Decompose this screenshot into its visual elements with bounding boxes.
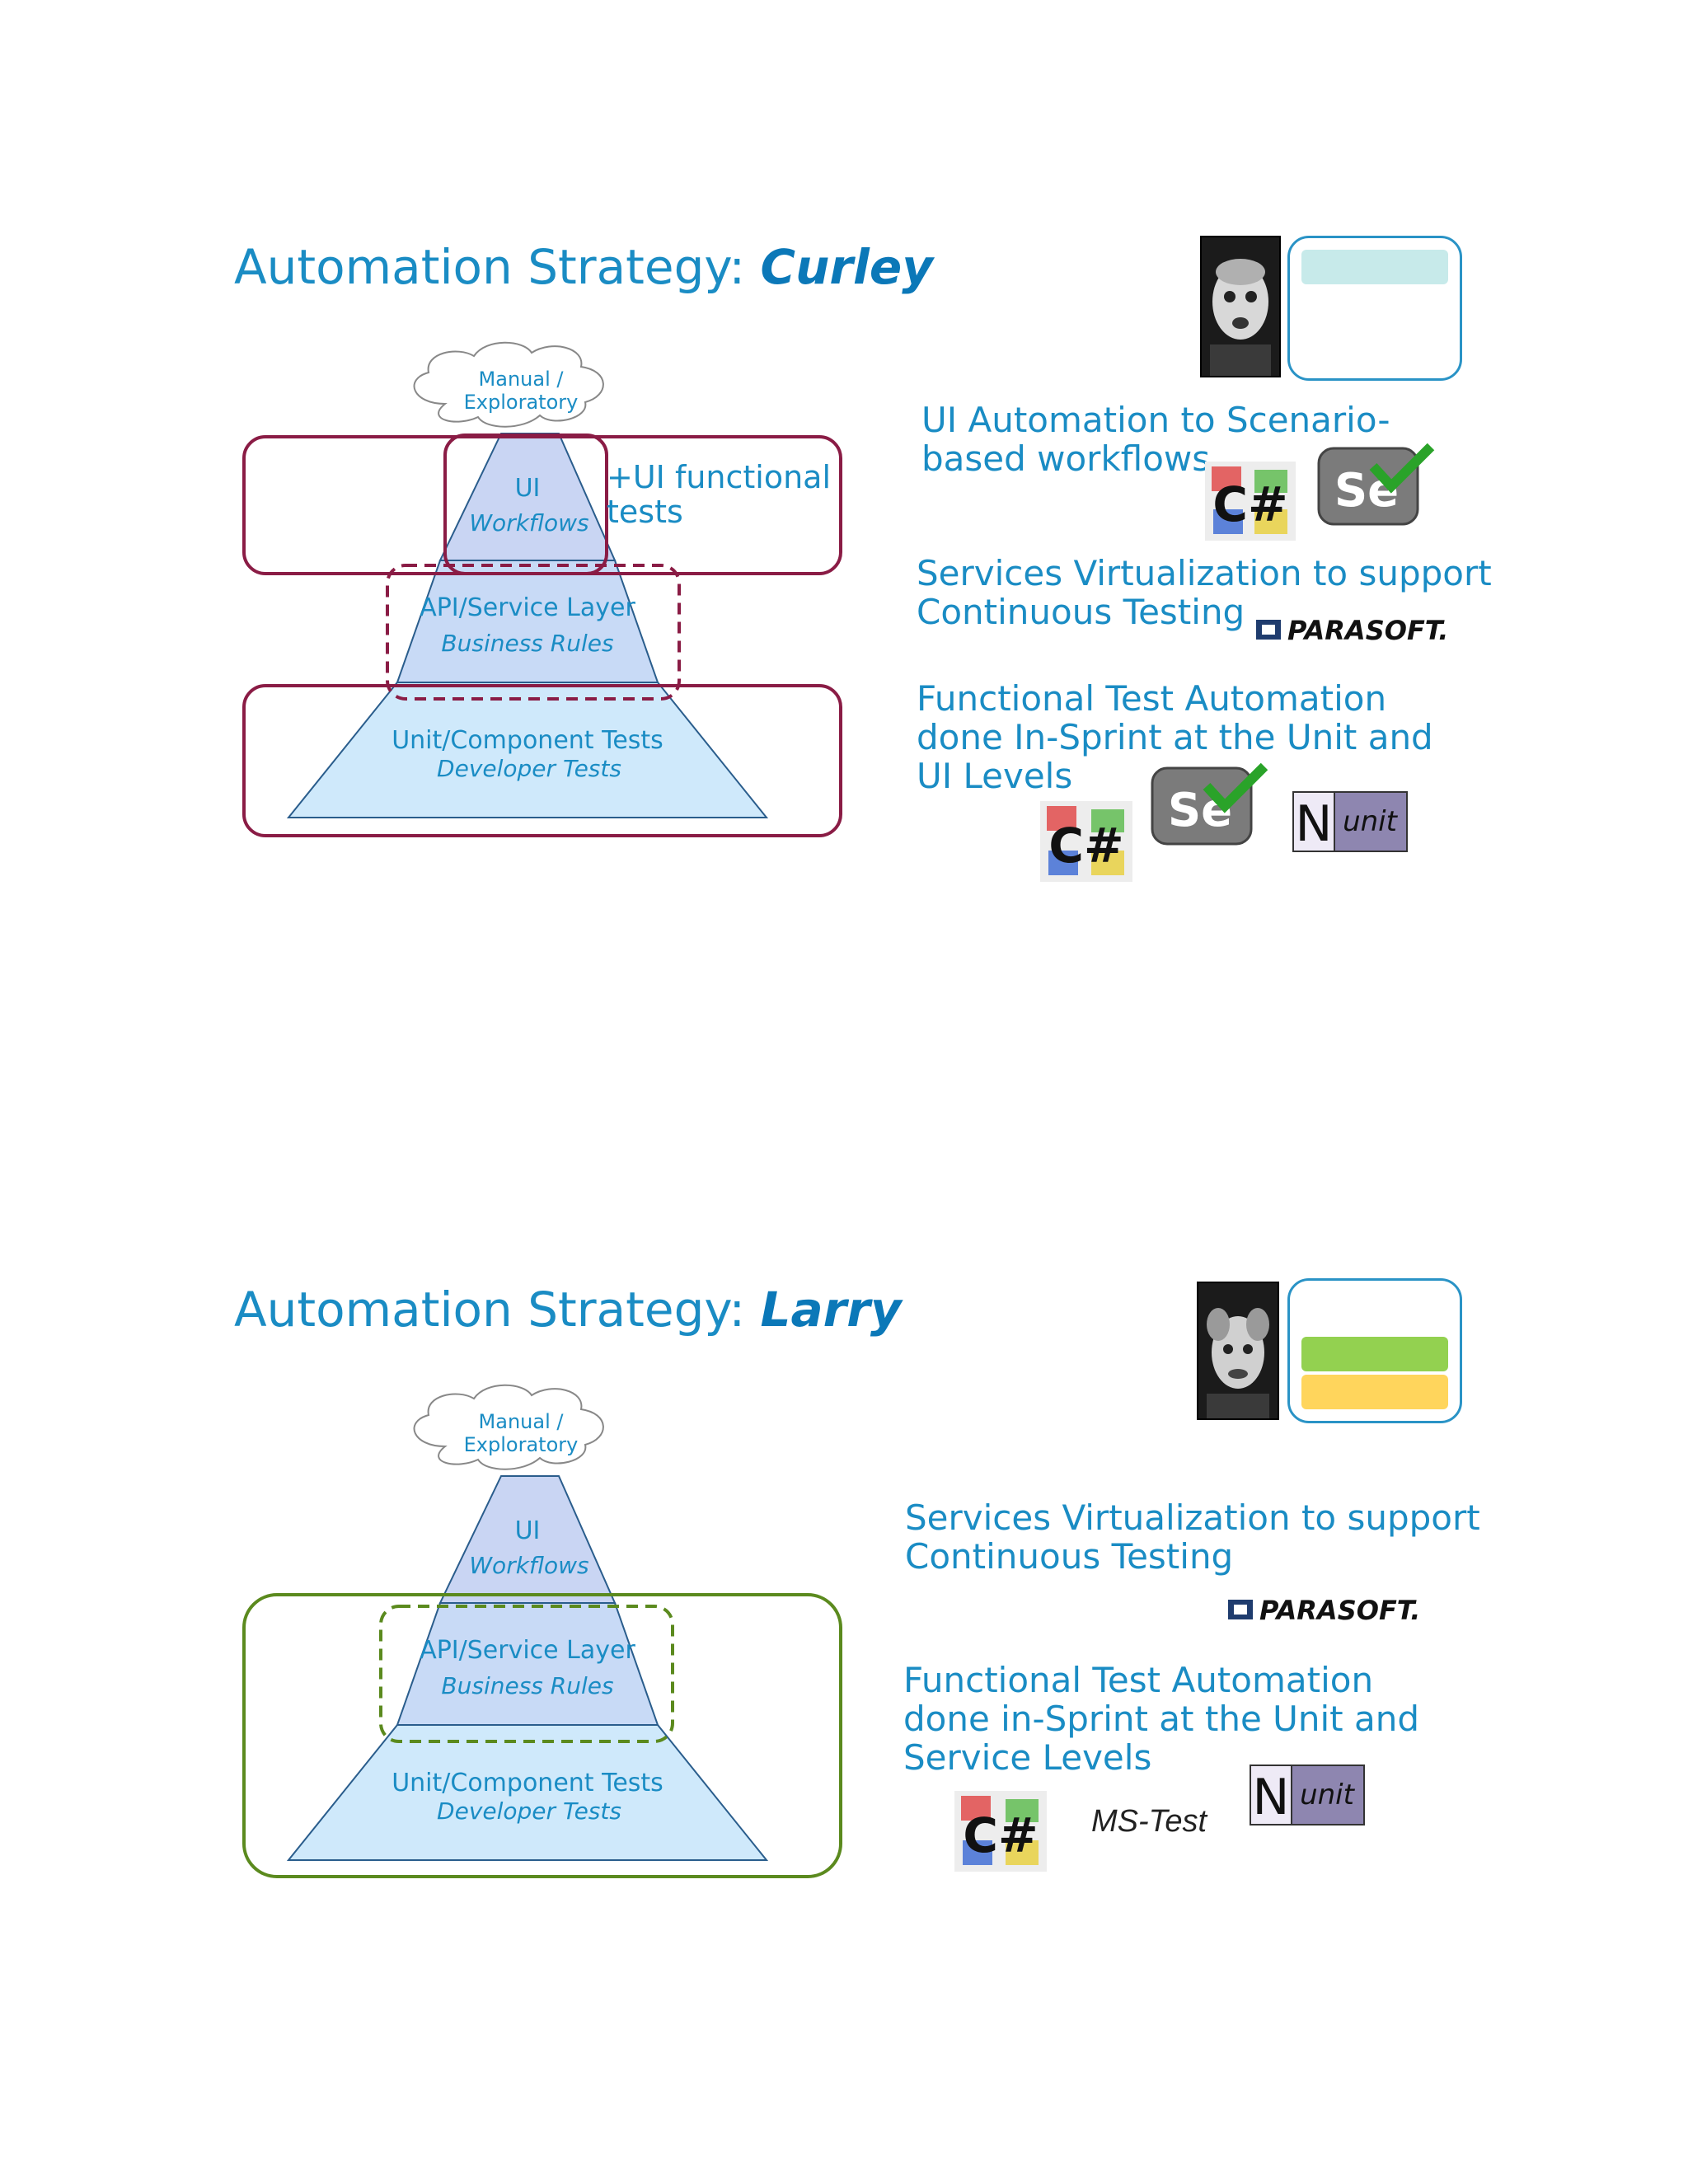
- title-name: Larry: [760, 1282, 902, 1338]
- parasoft-logo: PARASOFT.: [1254, 613, 1452, 646]
- layer-api-sublabel: Business Rules: [441, 1672, 613, 1699]
- test-pyramid-diagram: Manual / Exploratory UI Workflows API/Se…: [242, 341, 842, 837]
- test-pyramid-diagram: Manual / Exploratory UI Workflows API/Se…: [242, 1384, 842, 1878]
- nunit-n: N: [1253, 1769, 1290, 1825]
- legend-bar: [1301, 250, 1448, 284]
- api-scope-frame-dashed: [379, 1605, 674, 1743]
- pyramid-unit-layer: [286, 682, 769, 818]
- slide-title: Automation Strategy: Curley: [234, 239, 933, 295]
- title-name: Curley: [760, 239, 934, 295]
- parasoft-logo-text: PARASOFT.: [1259, 1595, 1420, 1626]
- csharp-logo: C#: [954, 1791, 1047, 1872]
- point-functional-test: Functional Test Automation done In-Sprin…: [917, 679, 1433, 795]
- layer-unit-sublabel: Developer Tests: [437, 755, 621, 782]
- portrait-image: [1200, 236, 1281, 377]
- selenium-logo-text: Se: [1168, 784, 1232, 837]
- legend-bar: [1301, 1375, 1448, 1409]
- layer-ui-sublabel: Workflows: [469, 1552, 588, 1579]
- cloud-label-line1: Manual /: [479, 1410, 565, 1433]
- check-icon: [1203, 762, 1268, 813]
- service-unit-scope-frame: [242, 1593, 842, 1878]
- pyramid-unit-layer: [286, 1724, 769, 1861]
- color-legend: [1287, 1278, 1462, 1423]
- csharp-logo-text: C#: [1212, 476, 1287, 532]
- point-line: done In-Sprint at the Unit and: [917, 717, 1433, 757]
- parasoft-logo: PARASOFT.: [1226, 1593, 1424, 1626]
- csharp-logo-text: C#: [963, 1807, 1038, 1863]
- point-line: Services Virtualization to support: [917, 553, 1492, 593]
- ui-highlight-frame: [443, 434, 608, 575]
- point-ui-automation: UI Automation to Scenario- based workflo…: [921, 401, 1390, 478]
- point-line: Continuous Testing: [905, 1536, 1234, 1577]
- layer-ui-label: UI: [515, 474, 541, 503]
- layer-api-label: API/Service Layer: [420, 593, 635, 622]
- nunit-n: N: [1296, 795, 1333, 852]
- legend-bar: [1301, 1337, 1448, 1371]
- point-line: UI Automation to Scenario-: [921, 400, 1390, 440]
- mstest-label: MS-Test: [1091, 1804, 1207, 1839]
- cloud-label-line2: Exploratory: [464, 391, 579, 414]
- api-scope-frame-dashed: [386, 564, 681, 701]
- layer-unit-sublabel: Developer Tests: [437, 1797, 621, 1825]
- layer-ui-label: UI: [515, 1516, 541, 1545]
- nunit-logo: N unit: [1292, 791, 1408, 853]
- nunit-unit: unit: [1343, 805, 1399, 838]
- layer-unit-label: Unit/Component Tests: [392, 1769, 663, 1797]
- point-functional-test: Functional Test Automation done in-Sprin…: [903, 1661, 1419, 1777]
- slide-larry: Automation Strategy: Larry Manual / Expl…: [0, 1043, 1688, 1878]
- nunit-logo: N unit: [1250, 1765, 1365, 1826]
- layer-api-sublabel: Business Rules: [441, 630, 613, 657]
- csharp-logo: C#: [1040, 801, 1132, 882]
- unit-scope-frame: [242, 684, 842, 837]
- nunit-unit: unit: [1300, 1779, 1356, 1811]
- cloud-label-line1: Manual /: [479, 368, 565, 391]
- csharp-logo: C#: [1205, 462, 1296, 541]
- slide-title: Automation Strategy: Larry: [234, 1282, 902, 1338]
- layer-unit-label: Unit/Component Tests: [392, 726, 663, 755]
- selenium-logo-text: Se: [1334, 464, 1399, 518]
- title-prefix: Automation Strategy:: [234, 1282, 746, 1338]
- selenium-logo: Se: [1149, 762, 1273, 852]
- csharp-logo-text: C#: [1048, 818, 1123, 874]
- cloud-shape: [413, 1384, 604, 1470]
- point-line: Continuous Testing: [917, 592, 1245, 632]
- point-line: based workflows: [921, 438, 1211, 479]
- portrait-image: [1197, 1282, 1279, 1420]
- layer-ui-sublabel: Workflows: [469, 509, 588, 537]
- slide-curley: Automation Strategy: Curley Manual / Exp…: [0, 0, 1688, 882]
- color-legend: [1287, 236, 1462, 381]
- point-services-virtualization: Services Virtualization to support Conti…: [917, 554, 1492, 631]
- point-line: UI Levels: [917, 756, 1073, 796]
- point-line: Services Virtualization to support: [905, 1497, 1480, 1538]
- point-line: done in-Sprint at the Unit and: [903, 1699, 1420, 1739]
- point-line: Functional Test Automation: [917, 678, 1387, 719]
- parasoft-logo-text: PARASOFT.: [1287, 615, 1448, 646]
- selenium-logo: Se: [1315, 442, 1439, 532]
- point-services-virtualization: Services Virtualization to support Conti…: [905, 1498, 1480, 1576]
- title-prefix: Automation Strategy:: [234, 239, 746, 295]
- check-icon: [1369, 443, 1435, 494]
- annotation-line1: +UI functional: [607, 459, 831, 495]
- point-line: Service Levels: [903, 1737, 1152, 1778]
- annotation-line2: tests: [607, 494, 683, 530]
- cloud-shape: [413, 341, 604, 428]
- cloud-label-line2: Exploratory: [464, 1433, 579, 1456]
- point-line: Functional Test Automation: [903, 1660, 1374, 1700]
- layer-api-label: API/Service Layer: [420, 1636, 635, 1665]
